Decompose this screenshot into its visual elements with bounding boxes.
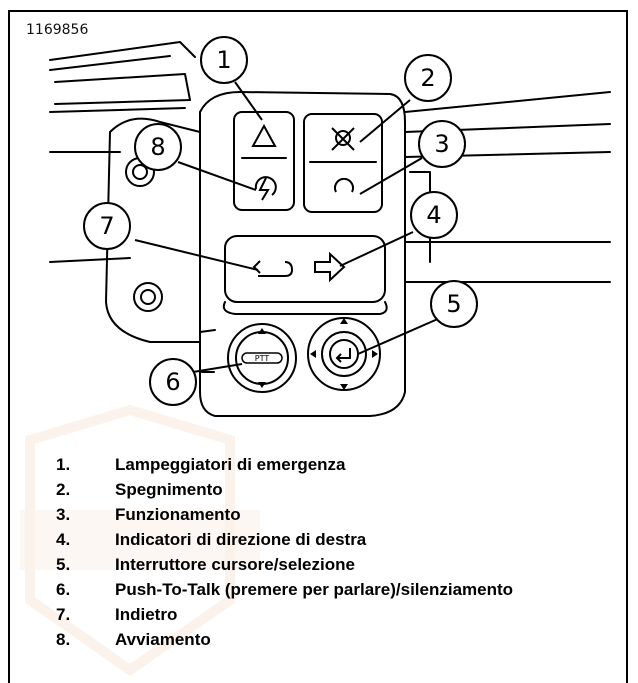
- page-frame: [8, 10, 628, 683]
- callout-number-8: 8: [150, 133, 165, 161]
- legend-number: 8.: [56, 630, 71, 649]
- switch-housing-illustration: PTT 1 2 3 4 5 6 7 8: [49, 36, 611, 417]
- hazard-triangle-icon: [251, 123, 277, 147]
- legend-item: 3. Funzionamento: [56, 502, 513, 527]
- select-joystick-icon: [310, 318, 378, 390]
- legend-label: Push-To-Talk (premere per parlare)/silen…: [115, 580, 514, 599]
- legend-label: Interruttore cursore/selezione: [115, 555, 355, 574]
- callout-circle-6: [149, 358, 197, 406]
- callout-circle-7: [83, 202, 131, 250]
- legend-label: Spegnimento: [115, 480, 223, 499]
- callout-number-6: 6: [165, 368, 180, 396]
- callout-number-1: 1: [216, 46, 231, 74]
- callout-circle-2: [404, 54, 452, 102]
- figure-id: 1169856: [26, 22, 89, 38]
- engine-stop-icon: [331, 127, 355, 151]
- right-arrow-icon: [314, 251, 346, 283]
- callout-circle-3: [418, 120, 466, 168]
- callout-number-4: 4: [426, 201, 441, 229]
- legend-number: 3.: [56, 505, 71, 524]
- callout-number-3: 3: [434, 130, 449, 158]
- legend-item: 6. Push-To-Talk (premere per parlare)/sil…: [56, 577, 513, 602]
- legend-label: Indicatori di direzione di destra: [115, 530, 367, 549]
- legend-label: Lampeggiatori di emergenza: [115, 455, 346, 474]
- legend-item: 4. Indicatori di direzione di destra: [56, 527, 513, 552]
- callout-circle-8: [134, 123, 182, 171]
- legend-item: 7. Indietro: [56, 602, 513, 627]
- callout-circle-4: [410, 191, 458, 239]
- legend-label: Funzionamento: [115, 505, 241, 524]
- watermark-logo: [20, 404, 260, 677]
- legend-number: 6.: [56, 580, 71, 599]
- svg-text:PTT: PTT: [255, 354, 270, 363]
- callout-number-5: 5: [446, 290, 461, 318]
- legend-item: 2. Spegnimento: [56, 477, 513, 502]
- legend-number: 1.: [56, 455, 71, 474]
- legend-number: 5.: [56, 555, 71, 574]
- callout-number-2: 2: [420, 64, 435, 92]
- legend-label: Avviamento: [115, 630, 211, 649]
- legend-number: 2.: [56, 480, 71, 499]
- callout-circle-5: [430, 280, 478, 328]
- start-icon: [254, 176, 277, 201]
- legend-item: 8. Avviamento: [56, 627, 513, 652]
- run-icon: [334, 177, 354, 193]
- legend-number: 4.: [56, 530, 71, 549]
- legend-item: 1. Lampeggiatori di emergenza: [56, 452, 513, 477]
- legend-item: 5. Interruttore cursore/selezione: [56, 552, 513, 577]
- legend-number: 7.: [56, 605, 71, 624]
- callout-number-7: 7: [99, 212, 114, 240]
- legend-list: 1. Lampeggiatori di emergenza 2. Spegnimen…: [56, 452, 513, 652]
- legend-label: Indietro: [115, 605, 178, 624]
- callout-circle-1: [200, 36, 248, 84]
- left-arrow-icon: [252, 260, 294, 277]
- ptt-joystick-icon: PTT: [241, 328, 283, 388]
